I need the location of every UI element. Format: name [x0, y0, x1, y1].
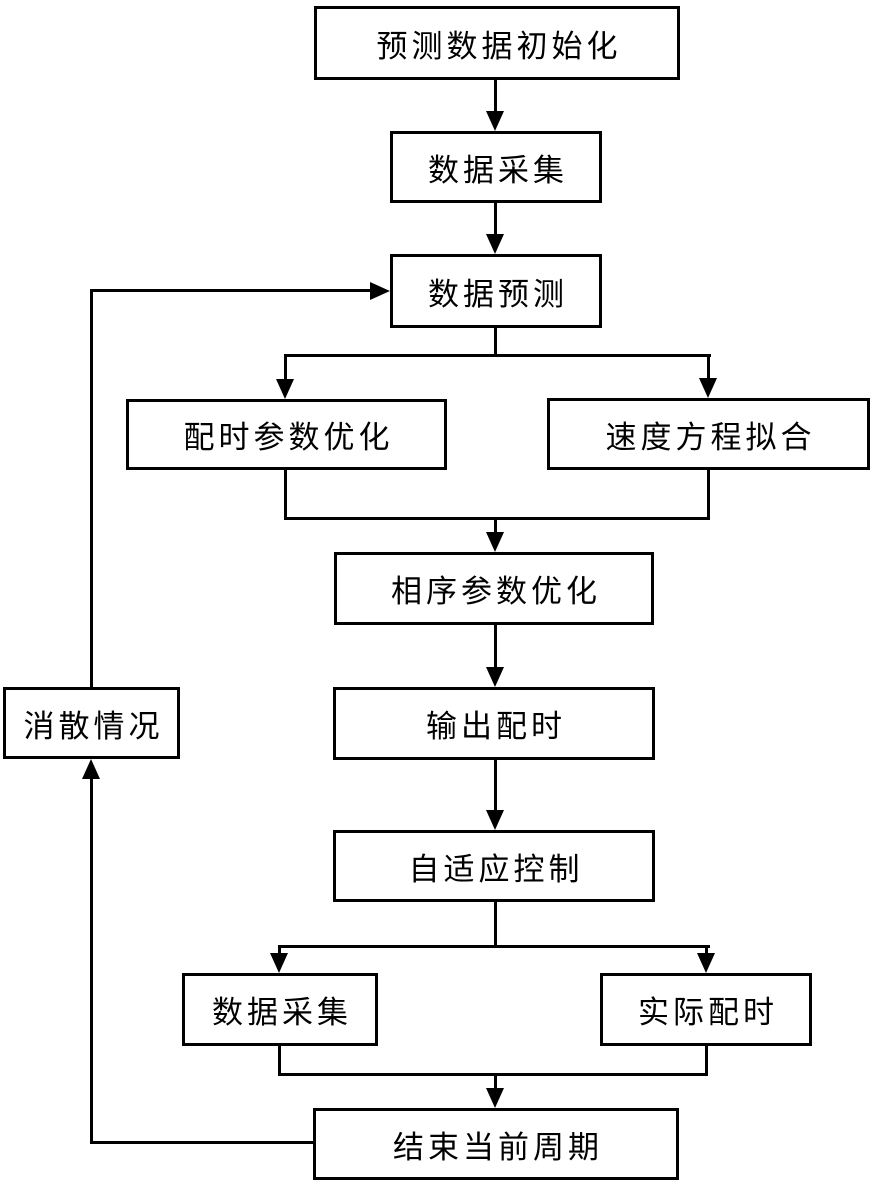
edge-end-cycle-feedback-hline [90, 1141, 313, 1144]
edge-actual-timing-merge-line [705, 1046, 708, 1076]
flow-node-timing-opt: 配时参数优化 [126, 399, 447, 470]
edge-predict-split-hline [284, 354, 711, 357]
edge-timing-opt-merge-line [284, 470, 287, 520]
arrow-down-icon [486, 532, 504, 552]
edge-init-collect1-line [494, 80, 497, 111]
flow-node-collect1: 数据采集 [390, 131, 602, 203]
edge-merge-end-cycle-stem [494, 1076, 497, 1089]
arrow-down-icon [486, 667, 504, 687]
edge-split-collect2-stem [278, 948, 281, 954]
flow-node-predict: 数据预测 [390, 254, 602, 328]
edge-collect1-predict-line [494, 203, 497, 234]
edge-output-adaptive-line [494, 760, 497, 810]
flow-node-end-cycle-label: 结束当前周期 [393, 1129, 603, 1165]
flow-node-speed-fit: 速度方程拟合 [547, 398, 870, 470]
flow-node-dissipation-label: 消散情况 [23, 708, 164, 744]
arrow-down-icon [697, 953, 715, 973]
arrow-down-icon [270, 953, 288, 973]
flow-node-actual-timing: 实际配时 [600, 973, 812, 1046]
edge-merge-end-cycle-hline [278, 1073, 708, 1076]
edge-merge-phase-opt-stem [494, 520, 497, 533]
edge-split-speed-fit-stem [707, 357, 710, 378]
flow-node-init: 预测数据初始化 [314, 6, 680, 80]
edge-feedback-rail-upper [90, 289, 93, 687]
edge-adaptive-split-stem [494, 902, 497, 948]
arrow-down-icon [699, 378, 717, 398]
flow-node-phase-opt-label: 相序参数优化 [391, 574, 601, 609]
edge-collect2-merge-line [278, 1046, 281, 1076]
flow-node-end-cycle: 结束当前周期 [313, 1108, 679, 1180]
flow-node-collect2-label: 数据采集 [212, 995, 352, 1030]
flow-node-actual-timing-label: 实际配时 [638, 995, 778, 1030]
flow-node-output-timing: 输出配时 [333, 687, 655, 760]
flow-node-output-timing-label: 输出配时 [426, 709, 566, 744]
edge-phase-opt-output-line [494, 625, 497, 667]
edge-split-timing-opt-stem [284, 357, 287, 380]
flow-node-dissipation: 消散情况 [3, 687, 180, 759]
flow-node-predict-label: 数据预测 [428, 276, 568, 312]
flow-node-phase-opt: 相序参数优化 [334, 552, 654, 625]
arrow-down-icon [486, 1088, 504, 1108]
edge-adaptive-split-hline [278, 945, 710, 948]
arrow-down-icon [276, 379, 294, 399]
flow-node-init-label: 预测数据初始化 [376, 28, 622, 64]
edge-merge-phase-opt-hline [284, 517, 710, 520]
flow-node-speed-fit-label: 速度方程拟合 [605, 419, 816, 455]
arrow-down-icon [486, 810, 504, 830]
arrow-down-icon [486, 234, 504, 254]
flow-node-adaptive: 自适应控制 [333, 830, 655, 902]
flow-node-adaptive-label: 自适应控制 [408, 851, 584, 887]
edge-feedback-rail-lower [90, 779, 93, 1144]
edge-dissipation-predict-hline [90, 289, 372, 292]
edge-predict-split-stem [494, 327, 497, 357]
edge-speed-fit-merge-line [707, 470, 710, 520]
arrow-down-icon [486, 111, 504, 131]
flow-node-collect1-label: 数据采集 [428, 152, 568, 188]
arrow-right-icon [370, 282, 390, 300]
arrow-up-icon [82, 759, 100, 779]
edge-split-actual-timing-stem [705, 948, 708, 954]
flow-node-collect2: 数据采集 [182, 973, 378, 1046]
flow-node-timing-opt-label: 配时参数优化 [183, 420, 394, 455]
